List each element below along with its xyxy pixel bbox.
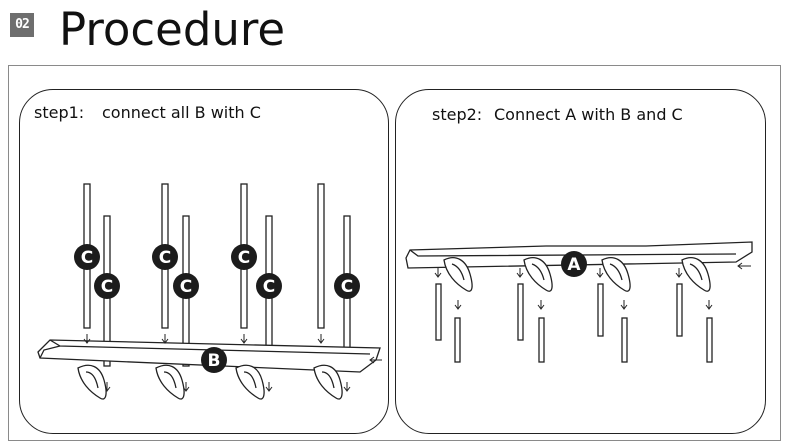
page-title: Procedure <box>59 3 286 56</box>
step2-panel: step2: Connect A with B and C <box>395 89 766 434</box>
callout-c-5: C <box>238 248 250 268</box>
procedure-frame <box>8 65 781 441</box>
step1-panel: step1: connect all B with C <box>19 89 389 434</box>
rods <box>435 283 713 363</box>
step1-label: step1: <box>34 103 85 122</box>
callout-c-6: C <box>263 277 275 297</box>
callouts-c: C C C C C C C <box>74 244 360 299</box>
step1-instruction: connect all B with C <box>102 103 261 122</box>
callout-c-1: C <box>81 248 93 268</box>
header: 02 Procedure <box>0 0 790 62</box>
callout-a: A <box>561 251 587 277</box>
callout-c-7: C <box>341 277 353 297</box>
callout-b: B <box>201 347 227 373</box>
callout-b-label: B <box>208 351 221 371</box>
callout-c-3: C <box>159 248 171 268</box>
hook-pieces <box>77 364 343 400</box>
step2-instruction: Connect A with B and C <box>494 105 683 124</box>
callout-c-4: C <box>180 277 192 297</box>
step2-label: step2: <box>432 105 483 124</box>
step1-illustration: C C C C C C C B <box>37 183 382 400</box>
step-number-badge: 02 <box>10 13 34 37</box>
back-rods <box>83 183 325 329</box>
hook-pieces <box>443 257 711 292</box>
callout-c-2: C <box>101 277 113 297</box>
step2-illustration: A <box>405 241 753 363</box>
callout-a-label: A <box>567 255 581 275</box>
